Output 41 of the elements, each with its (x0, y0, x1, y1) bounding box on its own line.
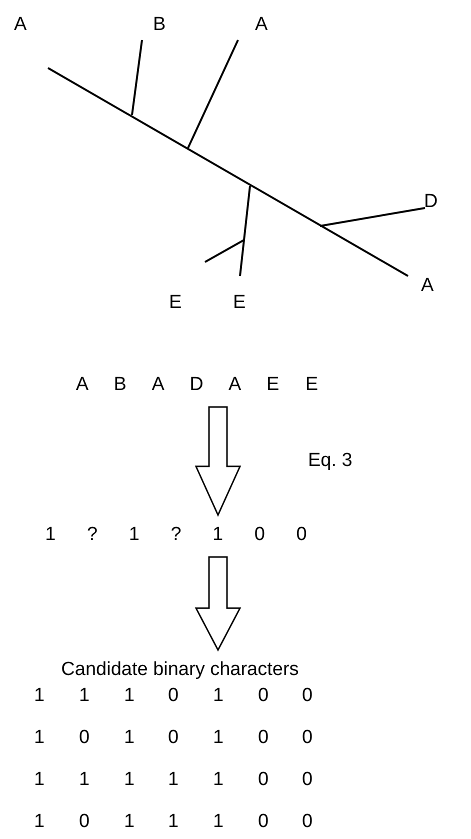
leaf-label: A (14, 14, 27, 36)
matrix-value: 0 (302, 811, 313, 833)
matrix-value: 0 (168, 727, 179, 749)
leaf-label: A (255, 14, 268, 36)
matrix-value: 0 (79, 727, 90, 749)
leaf-label: E (233, 292, 246, 314)
matrix-value: 1 (213, 685, 224, 707)
matrix-value: 1 (213, 727, 224, 749)
matrix-value: 0 (302, 727, 313, 749)
matrix-value: 1 (79, 685, 90, 707)
matrix-value: 1 (34, 769, 45, 791)
matrix-value: 0 (258, 769, 269, 791)
matrix-value: 1 (168, 811, 179, 833)
leaf-label: D (424, 191, 438, 213)
matrix-value: 1 (124, 811, 135, 833)
hollow-arrow (194, 556, 242, 652)
leaf-label: A (421, 275, 434, 297)
matrix-value: 1 (79, 769, 90, 791)
matrix-value: 1 (34, 685, 45, 707)
leaf-label: B (153, 14, 166, 36)
sequence-row: A B A D A E E (62, 373, 332, 397)
matrix-value: 1 (168, 769, 179, 791)
matrix-value: 1 (124, 769, 135, 791)
leaf-label: E (169, 292, 182, 314)
matrix-value: 1 (213, 811, 224, 833)
edge-label: Eq. 3 (308, 450, 352, 472)
matrix-value: 0 (302, 685, 313, 707)
sequence-row: 1 ? 1 ? 1 0 0 (26, 523, 326, 547)
hollow-arrow (194, 406, 242, 517)
matrix-value: 1 (34, 727, 45, 749)
matrix-value: 0 (258, 685, 269, 707)
matrix-value: 0 (258, 811, 269, 833)
matrix-value: 1 (124, 727, 135, 749)
matrix-value: 0 (79, 811, 90, 833)
matrix-value: 1 (213, 769, 224, 791)
matrix-value: 0 (168, 685, 179, 707)
matrix-value: 0 (302, 769, 313, 791)
matrix-value: 0 (258, 727, 269, 749)
matrix-value: 1 (34, 811, 45, 833)
matrix-value: 1 (124, 685, 135, 707)
heading-text: Candidate binary characters (30, 658, 330, 682)
